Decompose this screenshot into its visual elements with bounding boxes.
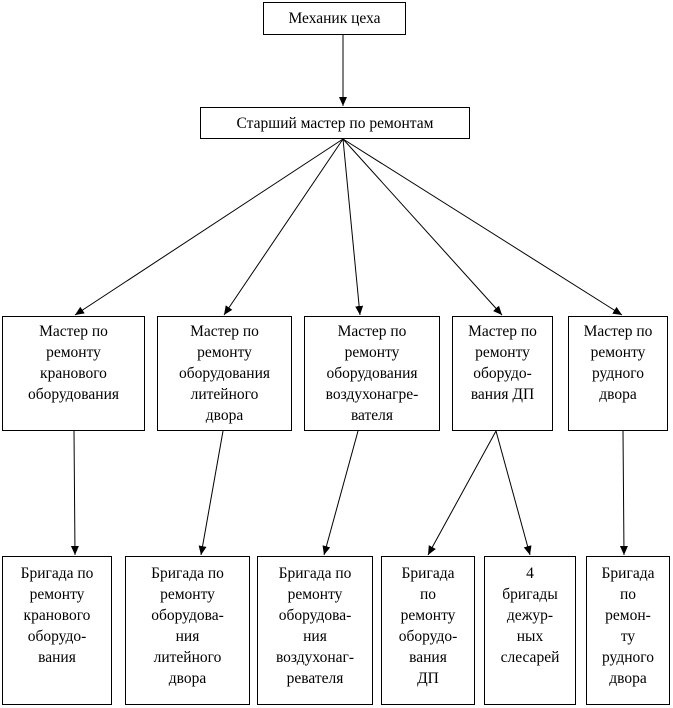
node-label: Бригада по ремонту оборудо- вания ДП bbox=[398, 565, 458, 687]
node-label: Мастер по ремонту кранового оборудования bbox=[27, 323, 120, 403]
node-label: Мастер по ремонту оборудования воздухона… bbox=[325, 323, 419, 424]
node-shop-mechanic: Механик цеха bbox=[263, 2, 406, 35]
node-label: Бригада по ремонту кранового оборудо- ва… bbox=[20, 565, 94, 666]
node-label: Мастер по ремонту оборудования литейного… bbox=[178, 323, 271, 424]
node-label: Бригада по ремон- ту рудного двора bbox=[601, 565, 655, 687]
arrow-senior-to-master-5 bbox=[342, 138, 623, 316]
node-master-ore-yard: Мастер по ремонту рудного двора bbox=[568, 316, 668, 431]
node-label: Бригада по ремонту оборудова- ния воздух… bbox=[275, 565, 355, 687]
node-master-air-heater-equipment: Мастер по ремонту оборудования воздухона… bbox=[304, 316, 440, 431]
arrow-master-2-to-team-2 bbox=[198, 430, 224, 556]
arrow-master-5-to-team-6 bbox=[619, 430, 628, 556]
node-label: 4 бригады дежур- ных слесарей bbox=[500, 565, 560, 666]
node-master-casthouse-equipment: Мастер по ремонту оборудования литейного… bbox=[157, 316, 292, 431]
arrow-senior-to-master-3 bbox=[342, 138, 364, 316]
node-team-blast-furnace-equipment: Бригада по ремонту оборудо- вания ДП bbox=[381, 556, 475, 705]
node-label: Бригада по ремонту оборудова- ния литейн… bbox=[151, 565, 224, 687]
arrow-master-3-to-team-3 bbox=[322, 430, 359, 556]
node-senior-repair-master: Старший мастер по ремонтам bbox=[200, 107, 470, 139]
arrow-master-1-to-team-1 bbox=[70, 430, 79, 556]
node-master-crane-equipment: Мастер по ремонту кранового оборудования bbox=[2, 316, 145, 431]
node-label: Мастер по ремонту рудного двора bbox=[583, 323, 653, 403]
node-team-ore-yard: Бригада по ремон- ту рудного двора bbox=[586, 556, 670, 705]
node-team-air-heater-equipment: Бригада по ремонту оборудова- ния воздух… bbox=[257, 556, 373, 705]
node-label: Мастер по ремонту оборудо- вания ДП bbox=[468, 323, 537, 403]
node-team-crane-equipment: Бригада по ремонту кранового оборудо- ва… bbox=[2, 556, 112, 705]
arrow-master-4-to-team-5 bbox=[495, 430, 532, 556]
node-team-casthouse-equipment: Бригада по ремонту оборудова- ния литейн… bbox=[125, 556, 250, 705]
node-master-blast-furnace-equipment: Мастер по ремонту оборудо- вания ДП bbox=[452, 316, 553, 431]
node-label: Механик цеха bbox=[288, 10, 381, 27]
arrow-master-4-to-team-4 bbox=[427, 430, 497, 556]
arrow-senior-to-master-1 bbox=[74, 138, 344, 316]
arrow-senior-to-master-2 bbox=[223, 138, 344, 316]
arrow-senior-to-master-4 bbox=[342, 138, 503, 316]
node-team-duty-fitters: 4 бригады дежур- ных слесарей bbox=[484, 556, 576, 705]
node-label: Старший мастер по ремонтам bbox=[236, 114, 434, 132]
